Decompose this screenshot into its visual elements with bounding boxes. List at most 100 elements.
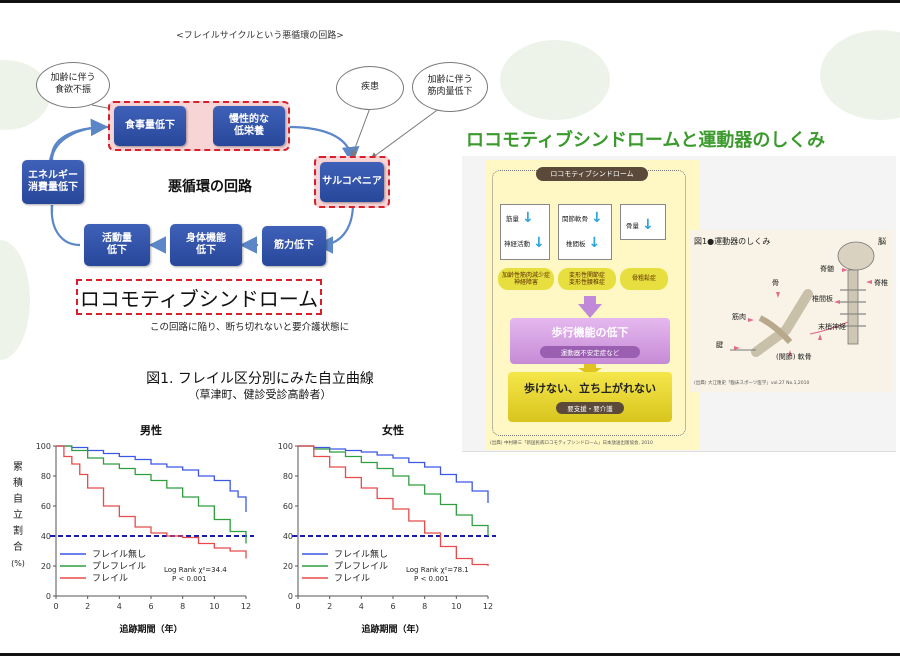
down-arrow-icon: ↓ xyxy=(522,210,534,226)
bg-swoosh xyxy=(820,30,900,120)
y-tick-label: 80 xyxy=(41,472,51,481)
loop-arrow xyxy=(50,204,81,247)
y-tick-label: 0 xyxy=(288,592,293,601)
x-tick-label: 10 xyxy=(451,602,461,611)
legend-label: フレイル無し xyxy=(334,548,388,560)
box-energy-decline: エネルギー 消費量低下 xyxy=(22,160,84,204)
legend-label: フレイル無し xyxy=(92,548,146,560)
x-tick-label: 10 xyxy=(209,602,219,611)
diagram-caption: この回路に陥り、断ち切れないと要介護状態に xyxy=(150,322,350,333)
chart-title: 女性 xyxy=(382,423,404,437)
series-line xyxy=(298,445,489,536)
y-tick-label: 60 xyxy=(283,502,293,511)
flow-col-bone xyxy=(620,204,666,240)
x-tick-label: 2 xyxy=(327,602,332,611)
flow-disc: 椎間板 xyxy=(566,240,586,248)
diagram-title: <フレイルサイクルという悪循環の回路> xyxy=(176,31,344,41)
label-spine: 脊椎 xyxy=(874,279,888,287)
sarcopenia-border xyxy=(314,156,390,208)
flow-arrow-icon xyxy=(578,364,602,376)
vertebra-lines xyxy=(840,289,866,327)
flow-muscle-mass: 筋量 xyxy=(506,215,519,223)
flow-bone-mass: 骨量 xyxy=(626,222,639,230)
bubble-disease: 疾患 xyxy=(336,66,404,110)
bubble-appetite: 加齢に伴う 食欲不振 xyxy=(36,62,110,108)
down-arrow-icon: ↓ xyxy=(642,217,654,233)
label-brain: 脳 xyxy=(878,237,886,246)
anatomy-figure xyxy=(730,241,875,357)
y-tick-label: 100 xyxy=(36,442,51,451)
box-food-decline: 食事量低下 xyxy=(114,106,186,146)
brain-shape xyxy=(837,241,875,271)
walk-decline-label: 歩行機能の低下 xyxy=(551,326,629,339)
anatomy-source: (出典) 大江隆史「臨床スポーツ医学」vol.27 No.1,2010 xyxy=(694,381,810,386)
series-line xyxy=(56,445,247,544)
box-sarcopenia: サルコペニア xyxy=(320,162,384,202)
stat-test: Log Rank χ²=78.1 xyxy=(406,566,469,574)
bg-swoosh xyxy=(500,40,610,120)
legend-label: プレフレイル xyxy=(334,561,388,572)
label-peripheral-nerve: 末梢神経 xyxy=(818,323,846,331)
cycle-center-label: 悪循環の回路 xyxy=(168,179,252,195)
legend-label: フレイル xyxy=(334,574,370,584)
y-tick-label: 60 xyxy=(41,502,51,511)
box-physical-decline: 身体機能 低下 xyxy=(170,224,242,266)
flow-col-muscle xyxy=(500,204,550,260)
y-tick-label: 100 xyxy=(278,442,293,451)
down-arrow-icon: ↓ xyxy=(591,210,603,226)
top-group-border xyxy=(108,101,290,151)
locomotive-title: ロコモティブシンドロームと運動器のしくみ xyxy=(466,130,826,151)
x-tick-label: 8 xyxy=(422,602,427,611)
flow-header: ロコモティブシンドローム xyxy=(536,167,648,181)
x-tick-label: 8 xyxy=(180,602,185,611)
top-border xyxy=(0,0,900,3)
pill-osteoarthritis: 変形性関節症 変形性腰椎症 xyxy=(558,268,616,290)
x-axis-label: 追跡期間（年） xyxy=(119,623,182,635)
survival-title: 図1. フレイル区分別にみた自立曲線 xyxy=(146,371,374,387)
flow-nerve-activity: 神経活動 xyxy=(504,240,530,248)
label-tendon: 腱 xyxy=(716,341,723,349)
anatomy-title: 図1●運動器のしくみ xyxy=(694,237,771,246)
x-tick-label: 4 xyxy=(117,602,122,611)
pointer-line xyxy=(350,107,371,158)
survival-ylabel: 累 積 自 立 割 合 (%) xyxy=(11,462,25,568)
bone-shape xyxy=(751,289,813,357)
pointer-line xyxy=(370,107,441,160)
flow-col-joint xyxy=(558,204,612,260)
stat-p: P < 0.001 xyxy=(172,575,207,583)
x-axis-label: 追跡期間（年） xyxy=(361,623,424,635)
instability-label: 運動器不安定症など xyxy=(540,346,640,358)
box-malnutrition: 慢性的な 低栄養 xyxy=(213,106,285,146)
flow-arrow-icon xyxy=(578,296,602,318)
label-spinal-cord: 脊髄 xyxy=(820,265,834,273)
series-line xyxy=(56,445,247,512)
loop-arrow xyxy=(50,118,109,161)
stat-p: P < 0.001 xyxy=(414,575,449,583)
flow-cartilage: 関節軟骨 xyxy=(562,215,588,223)
pill-sarcopenia: 加齢性筋肉減少症 神経障害 xyxy=(498,268,554,290)
chart-title: 男性 xyxy=(140,423,162,437)
legend-label: フレイル xyxy=(92,574,128,584)
down-arrow-icon: ↓ xyxy=(533,235,545,251)
box-muscle-decline: 筋力低下 xyxy=(262,226,326,266)
bottom-border xyxy=(0,653,900,656)
y-tick-label: 20 xyxy=(283,562,293,571)
muscle-shape xyxy=(758,315,793,344)
stat-test: Log Rank χ²=34.4 xyxy=(164,566,227,574)
bubble-muscle-loss: 加齢に伴う 筋肉量低下 xyxy=(412,62,488,112)
x-tick-label: 4 xyxy=(359,602,364,611)
y-tick-label: 80 xyxy=(283,472,293,481)
down-arrow-icon: ↓ xyxy=(588,235,601,251)
y-tick-label: 40 xyxy=(41,532,51,541)
x-tick-label: 6 xyxy=(390,602,395,611)
series-line xyxy=(298,445,489,566)
label-cartilage: (関節) 軟骨 xyxy=(776,353,812,361)
spine-shape xyxy=(847,269,859,345)
x-tick-label: 6 xyxy=(148,602,153,611)
legend-label: プレフレイル xyxy=(92,561,146,572)
survival-subtitle: （草津町、健診受診高齢者） xyxy=(188,388,332,401)
label-muscle: 筋肉 xyxy=(732,313,746,321)
y-tick-label: 40 xyxy=(283,532,293,541)
nerve-line xyxy=(809,321,849,335)
